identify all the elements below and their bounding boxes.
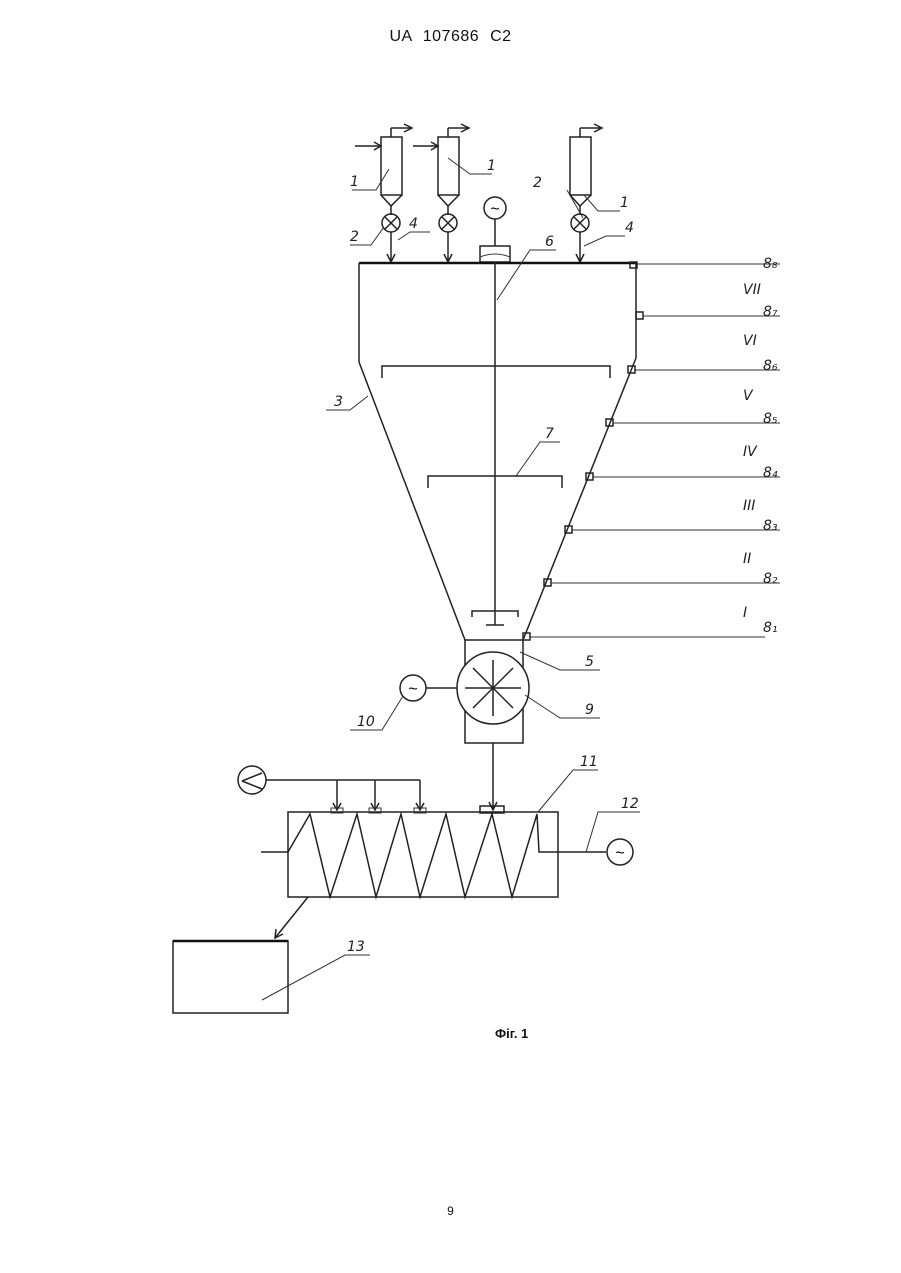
label-4-left: 4 <box>409 216 418 232</box>
label-3: 3 <box>334 394 343 410</box>
sensor-label-8-7: 8₇ <box>763 304 778 320</box>
sensor-lines <box>523 262 780 640</box>
label-1-right: 1 <box>620 195 629 211</box>
zone-label-i: I <box>743 605 747 621</box>
sensor-label-8-4: 8₄ <box>763 465 778 481</box>
outlet-and-rotary-feeder <box>426 640 529 810</box>
zone-label-iv: IV <box>743 444 758 460</box>
sensor-label-8-6: 8₆ <box>763 358 778 374</box>
zone-label-vii: VII <box>743 282 761 298</box>
dosing-unit-1 <box>355 124 412 215</box>
label-11: 11 <box>580 754 598 770</box>
sensor-label-8-5: 8₅ <box>763 411 778 427</box>
sensor-label-8-2: 8₂ <box>763 571 778 587</box>
zone-label-iii: III <box>743 498 755 514</box>
additive-manifold <box>238 766 424 810</box>
sensor-label-8-1: 8₁ <box>763 620 778 636</box>
sensor-label-8-8: 8₈ <box>763 256 778 272</box>
motor-symbol-extruder: ~ <box>615 845 624 862</box>
label-9: 9 <box>585 702 594 718</box>
label-2-left: 2 <box>350 229 359 245</box>
label-5: 5 <box>585 654 594 670</box>
dosing-unit-3 <box>570 124 602 215</box>
agitator <box>382 262 610 625</box>
motor-symbol-stirrer: ~ <box>490 201 499 218</box>
zone-label-v: V <box>743 388 754 404</box>
label-7: 7 <box>545 426 554 442</box>
motor-symbol-feeder: ~ <box>408 681 417 698</box>
label-13: 13 <box>347 939 365 955</box>
dosing-unit-2 <box>413 124 469 215</box>
label-6: 6 <box>545 234 554 250</box>
screw-mixer <box>261 806 606 897</box>
label-12: 12 <box>621 796 639 812</box>
page-number: 9 <box>0 1204 901 1218</box>
feeder-motor: ~ <box>400 675 426 701</box>
extruder-motor: ~ <box>607 839 633 865</box>
collector <box>173 897 308 1013</box>
label-2-right: 2 <box>533 175 542 191</box>
label-10: 10 <box>357 714 375 730</box>
valve-2 <box>439 214 457 262</box>
valve-1 <box>382 214 400 262</box>
zone-label-vi: VI <box>743 333 757 349</box>
valve-3 <box>571 214 589 262</box>
zone-label-ii: II <box>743 551 751 567</box>
label-1-left: 1 <box>350 174 359 190</box>
sensor-label-8-3: 8₃ <box>763 518 778 534</box>
label-4-right: 4 <box>625 220 634 236</box>
leader-lines <box>262 158 640 1000</box>
figure-caption: Фіг. 1 <box>495 1026 528 1041</box>
label-1-middle: 1 <box>487 158 496 174</box>
stirrer-motor: ~ <box>480 197 510 262</box>
